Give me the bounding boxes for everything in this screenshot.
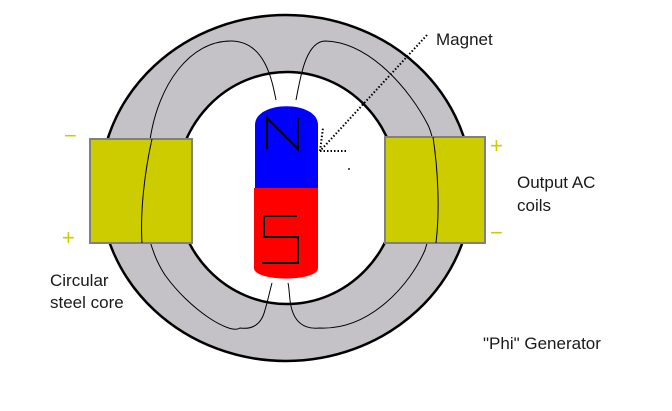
left-coil-top-sign: −: [64, 123, 77, 148]
flux-line-left-coil-segment: [141, 138, 153, 244]
flux-line-left: [143, 40, 277, 330]
coils-label-line2: coils: [517, 196, 552, 215]
magnet-north-half: [255, 106, 318, 188]
magnet-label: Magnet: [436, 30, 493, 49]
left-coil-bottom-sign: +: [62, 225, 75, 250]
north-pole-glyph: [266, 115, 299, 152]
core-label-line1: Circular: [50, 271, 109, 290]
stray-dot: [348, 168, 350, 170]
flux-line-right-coil-segment: [432, 136, 439, 244]
right-coil-top-sign: +: [490, 133, 503, 158]
magnet-pointer-arrow: [319, 34, 428, 152]
right-coil-bottom-sign: −: [490, 220, 503, 245]
diagram-title: "Phi" Generator: [483, 334, 601, 353]
coils-label-line1: Output AC: [517, 173, 596, 192]
magnet-south-half: [254, 188, 318, 279]
core-label-line2: steel core: [50, 293, 124, 312]
right-coil: [384, 136, 486, 244]
south-pole-glyph: [262, 215, 299, 264]
